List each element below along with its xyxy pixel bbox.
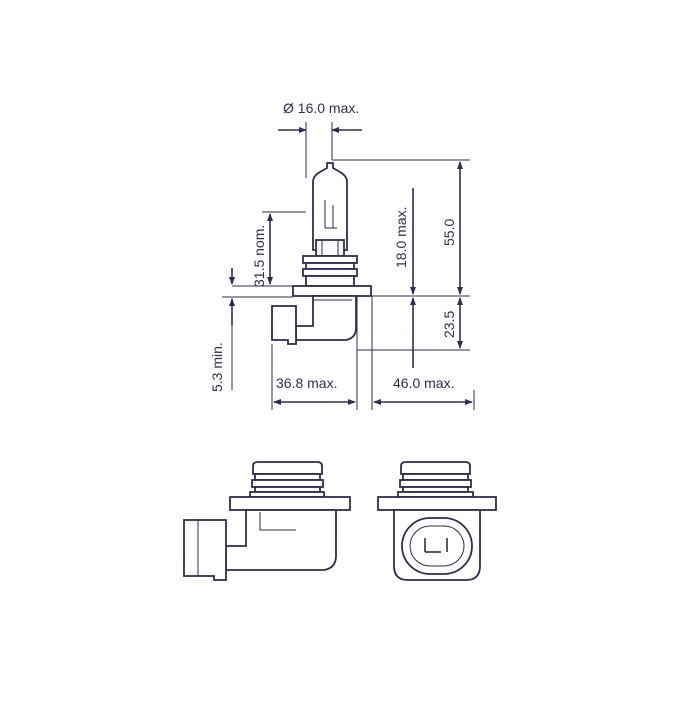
width-left-label: 36.8 max. bbox=[276, 375, 337, 391]
height-base-label: 23.5 bbox=[441, 311, 457, 338]
base-side-view bbox=[183, 461, 351, 581]
width-right-label: 46.0 max. bbox=[393, 375, 454, 391]
dimension-lines bbox=[222, 122, 475, 410]
height-bulb-label: 31.5 nom. bbox=[251, 225, 267, 287]
offset-min-label: 5.3 min. bbox=[209, 342, 225, 392]
height-total-label: 55.0 bbox=[441, 219, 457, 246]
diameter-label: Ø 16.0 max. bbox=[283, 100, 359, 116]
base-front-view bbox=[377, 461, 497, 581]
height-light-label: 18.0 max. bbox=[393, 207, 409, 268]
side-view-bulb bbox=[271, 162, 372, 345]
